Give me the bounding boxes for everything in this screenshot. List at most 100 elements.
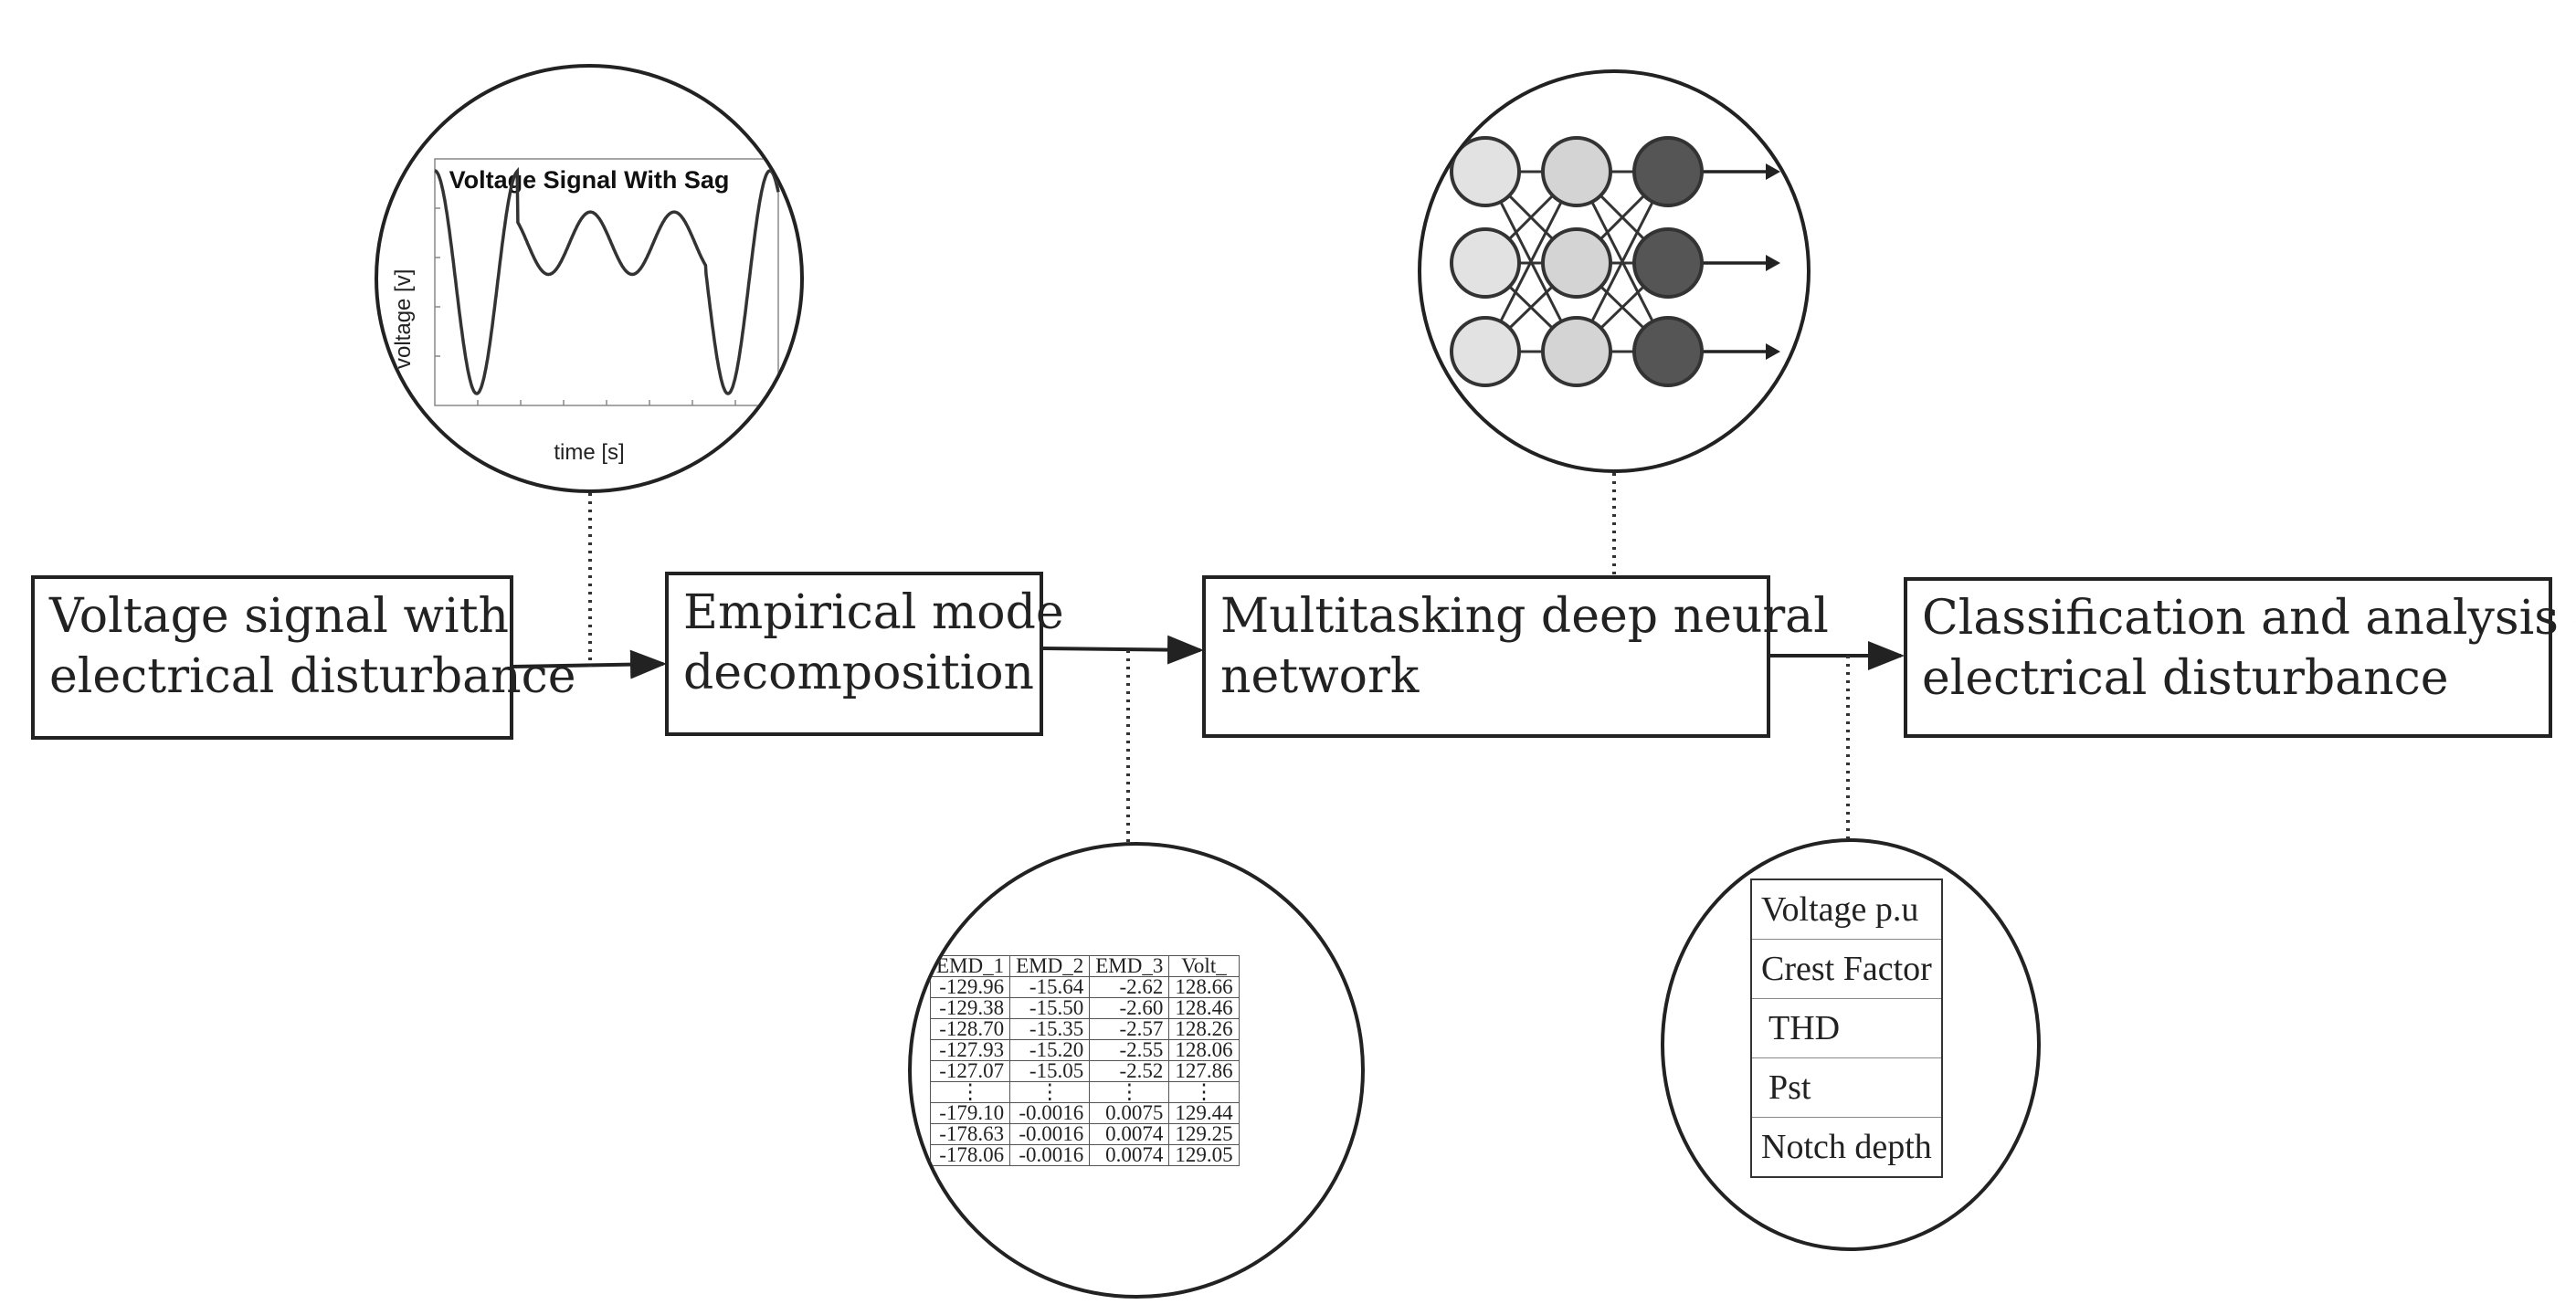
- block-voltage-signal: Voltage signal with electrical disturban…: [31, 575, 576, 740]
- table-cell: -15.20: [1009, 1039, 1091, 1061]
- block-classification: Classification and analysis of electrica…: [1904, 577, 2576, 738]
- emd-col-1-header: EMD_1: [929, 955, 1011, 977]
- network-graphic: [1450, 136, 1780, 387]
- metric-label: THD: [1750, 998, 1943, 1058]
- metric-row: THD: [1750, 998, 1943, 1058]
- output-node: [1632, 227, 1704, 299]
- table-cell: ⋮: [929, 1081, 1011, 1103]
- output-arrowhead: [1766, 255, 1780, 271]
- block-classification-line2: electrical disturbance: [1922, 651, 2449, 706]
- table-cell: 0.0074: [1089, 1123, 1170, 1145]
- hidden-node: [1541, 227, 1612, 299]
- emd-table-circle: EMD_1 EMD_2 EMD_3 Volt_ -129.96-15.64-2.…: [908, 842, 1365, 1299]
- output-node: [1632, 316, 1704, 387]
- table-cell: 128.26: [1168, 1018, 1240, 1040]
- table-cell: -179.10: [929, 1102, 1011, 1124]
- table-cell: -2.52: [1089, 1060, 1170, 1082]
- table-cell: 0.0075: [1089, 1102, 1170, 1124]
- block-voltage-signal-line2: electrical disturbance: [49, 649, 576, 704]
- arrow-emd-to-mtdnn: [1042, 635, 1204, 665]
- emd-col-3-header: EMD_3: [1089, 955, 1170, 977]
- block-mtdnn-line1: Multitasking deep neural: [1220, 589, 1829, 644]
- table-cell: -2.62: [1089, 976, 1170, 998]
- emd-col-4-header: Volt_: [1168, 955, 1240, 977]
- block-classification-line1: Classification and analysis of: [1922, 591, 2576, 646]
- emd-table-header-row: EMD_1 EMD_2 EMD_3 Volt_: [929, 955, 1240, 977]
- emd-col-2-header: EMD_2: [1009, 955, 1091, 977]
- block-mtdnn: Multitasking deep neural network: [1202, 575, 1829, 738]
- table-cell: 127.86: [1168, 1060, 1240, 1082]
- table-cell: -178.06: [929, 1144, 1011, 1166]
- table-cell: -2.60: [1089, 997, 1170, 1019]
- output-arrowhead: [1766, 163, 1780, 180]
- output-node: [1632, 136, 1704, 207]
- metric-row: Crest Factor: [1750, 939, 1943, 999]
- block-emd-line2: decomposition: [683, 646, 1035, 700]
- table-cell: 128.46: [1168, 997, 1240, 1019]
- block-emd-line1: Empirical mode: [683, 585, 1064, 640]
- metric-label: Voltage p.u: [1750, 878, 1943, 940]
- table-cell: -127.07: [929, 1060, 1011, 1082]
- plot-circle: Voltage Signal With Sag voltage [v] time…: [375, 64, 804, 493]
- table-cell: 129.44: [1168, 1102, 1240, 1124]
- input-node: [1450, 227, 1521, 299]
- table-cell: 0.0074: [1089, 1144, 1170, 1166]
- plot-ylabel: voltage [v]: [391, 268, 416, 369]
- table-cell: -129.96: [929, 976, 1011, 998]
- metric-label: Crest Factor: [1750, 939, 1943, 999]
- table-cell: ⋮: [1168, 1081, 1240, 1103]
- plot-curve: [434, 166, 780, 395]
- table-cell: 128.66: [1168, 976, 1240, 998]
- input-node: [1450, 316, 1521, 387]
- table-cell: -15.64: [1009, 976, 1091, 998]
- table-cell: -15.35: [1009, 1018, 1091, 1040]
- table-cell: -128.70: [929, 1018, 1011, 1040]
- metric-row: Voltage p.u: [1750, 878, 1943, 940]
- plot-title: Voltage Signal With Sag: [449, 166, 730, 194]
- table-cell: -127.93: [929, 1039, 1011, 1061]
- table-cell: -2.57: [1089, 1018, 1170, 1040]
- table-cell: 129.25: [1168, 1123, 1240, 1145]
- hidden-node: [1541, 136, 1612, 207]
- table-cell: ⋮: [1009, 1081, 1091, 1103]
- table-cell: -129.38: [929, 997, 1011, 1019]
- metric-label: Notch depth: [1750, 1117, 1943, 1177]
- table-row: ⋮⋮⋮⋮: [929, 1081, 1240, 1103]
- table-cell: -0.0016: [1009, 1144, 1091, 1166]
- block-mtdnn-line2: network: [1220, 649, 1420, 704]
- metric-row: Pst: [1750, 1057, 1943, 1118]
- hidden-node: [1541, 316, 1612, 387]
- output-arrowhead: [1766, 343, 1780, 360]
- table-cell: -178.63: [929, 1123, 1011, 1145]
- plot-ticks: [435, 207, 736, 405]
- network-circle: [1418, 69, 1811, 473]
- table-cell: ⋮: [1089, 1081, 1170, 1103]
- arrow-signal-to-emd: [512, 649, 667, 679]
- plot-xlabel: time [s]: [554, 440, 625, 465]
- metric-row: Notch depth: [1750, 1117, 1943, 1177]
- table-cell: -0.0016: [1009, 1102, 1091, 1124]
- table-cell: -15.05: [1009, 1060, 1091, 1082]
- table-cell: -0.0016: [1009, 1123, 1091, 1145]
- block-voltage-signal-line1: Voltage signal with: [49, 589, 509, 644]
- table-cell: 129.05: [1168, 1144, 1240, 1166]
- input-node: [1450, 136, 1521, 207]
- plot-area: [434, 158, 780, 406]
- table-cell: -2.55: [1089, 1039, 1170, 1061]
- block-emd: Empirical mode decomposition: [665, 572, 1064, 736]
- metric-label: Pst: [1750, 1057, 1943, 1118]
